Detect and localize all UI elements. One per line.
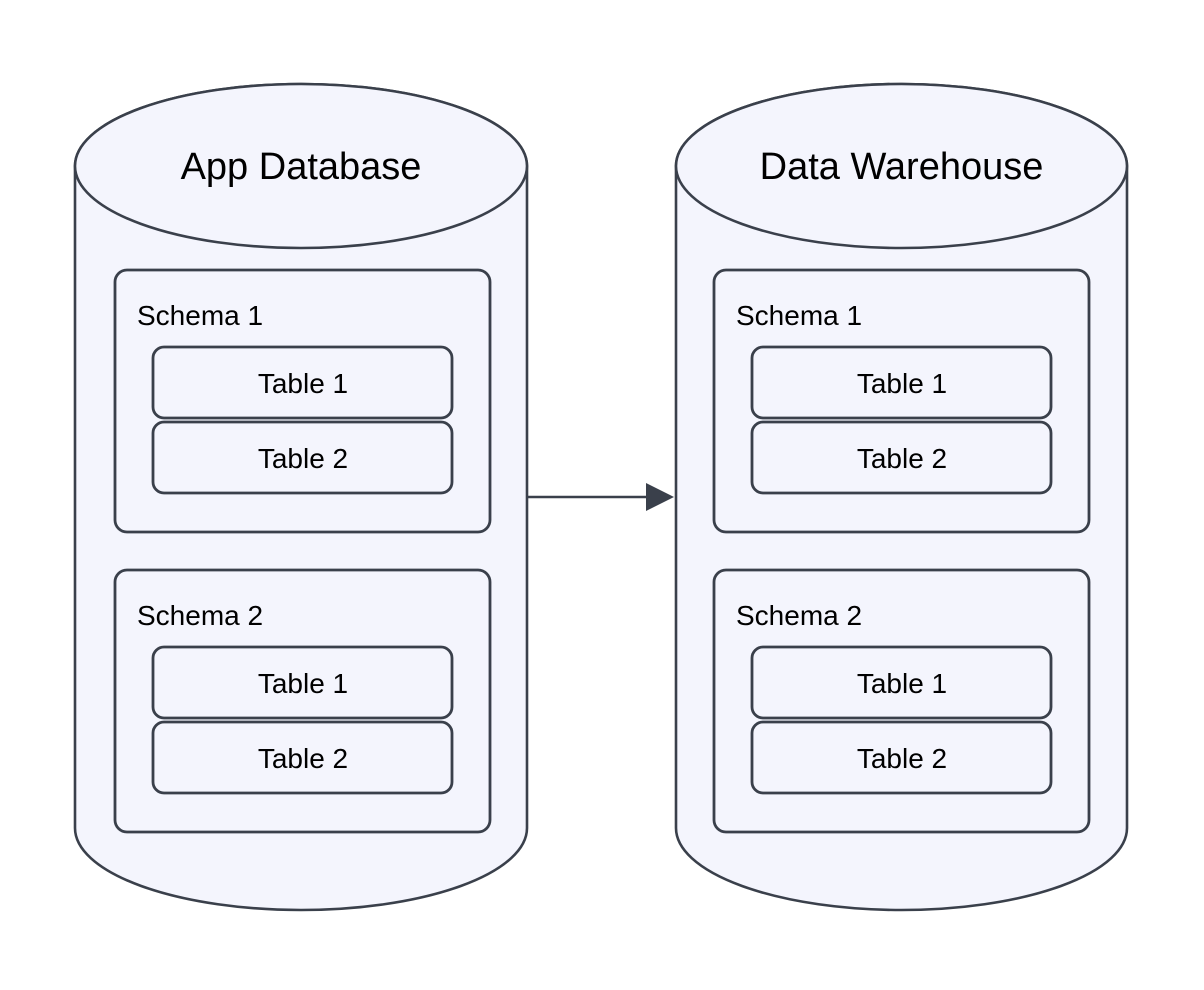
data-warehouse-schema-1[interactable]: Schema 1 Table 1 Table 2 (712, 268, 1091, 534)
data-warehouse-schema-2-table-2-box (750, 720, 1053, 795)
data-warehouse-schema-2-table-2-label: Table 2 (857, 743, 947, 774)
data-warehouse-cylinder[interactable]: Data Warehouse Schema 1 Table 1 Table 2 … (674, 82, 1129, 912)
app-database-schema-1-table-2-box (151, 420, 454, 495)
data-warehouse-schema-1-table-1-box (750, 345, 1053, 420)
data-warehouse-schema-2-table-1[interactable]: Table 1 (750, 645, 1053, 720)
app-database-schema-1-table-2-label: Table 2 (258, 443, 348, 474)
data-warehouse-cylinder-top (674, 82, 1129, 250)
data-warehouse-schema-2[interactable]: Schema 2 Table 1 Table 2 (712, 568, 1091, 834)
app-database-title: App Database (181, 146, 422, 188)
app-database-schema-2-table-1-box (151, 645, 454, 720)
data-warehouse-schema-1-label: Schema 1 (736, 300, 862, 331)
app-database-schema-2-table-2-label: Table 2 (258, 743, 348, 774)
app-database-schema-1-table-1-box (151, 345, 454, 420)
app-database-schema-1-table-1-label: Table 1 (258, 368, 348, 399)
data-warehouse-schema-2-table-2[interactable]: Table 2 (750, 720, 1053, 795)
app-database-schema-2-label: Schema 2 (137, 600, 263, 631)
app-database-cylinder-top (73, 82, 529, 250)
data-warehouse-schema-2-label: Schema 2 (736, 600, 862, 631)
data-warehouse-schema-1-table-1-label: Table 1 (857, 368, 947, 399)
app-database-schema-2[interactable]: Schema 2 Table 1 Table 2 (113, 568, 492, 834)
data-warehouse-title: Data Warehouse (760, 146, 1044, 188)
app-database-schema-1-label: Schema 1 (137, 300, 263, 331)
app-database-schema-2-table-2-box (151, 720, 454, 795)
app-database-schema-1-table-2[interactable]: Table 2 (151, 420, 454, 495)
replication-arrow-head-icon (646, 483, 674, 511)
app-database-schema-2-table-1[interactable]: Table 1 (151, 645, 454, 720)
app-database-schema-1-table-1[interactable]: Table 1 (151, 345, 454, 420)
data-warehouse-schema-1-table-2[interactable]: Table 2 (750, 420, 1053, 495)
app-database-cylinder[interactable]: App Database Schema 1 Table 1 Table 2 Sc… (73, 82, 529, 912)
data-warehouse-schema-1-table-2-label: Table 2 (857, 443, 947, 474)
data-warehouse-schema-1-table-1[interactable]: Table 1 (750, 345, 1053, 420)
app-database-schema-2-table-1-label: Table 1 (258, 668, 348, 699)
app-database-schema-1[interactable]: Schema 1 Table 1 Table 2 (113, 268, 492, 534)
app-database-schema-2-table-2[interactable]: Table 2 (151, 720, 454, 795)
data-warehouse-schema-2-table-1-box (750, 645, 1053, 720)
data-warehouse-schema-1-table-2-box (750, 420, 1053, 495)
data-warehouse-schema-2-table-1-label: Table 1 (857, 668, 947, 699)
replication-arrow[interactable] (528, 483, 674, 511)
